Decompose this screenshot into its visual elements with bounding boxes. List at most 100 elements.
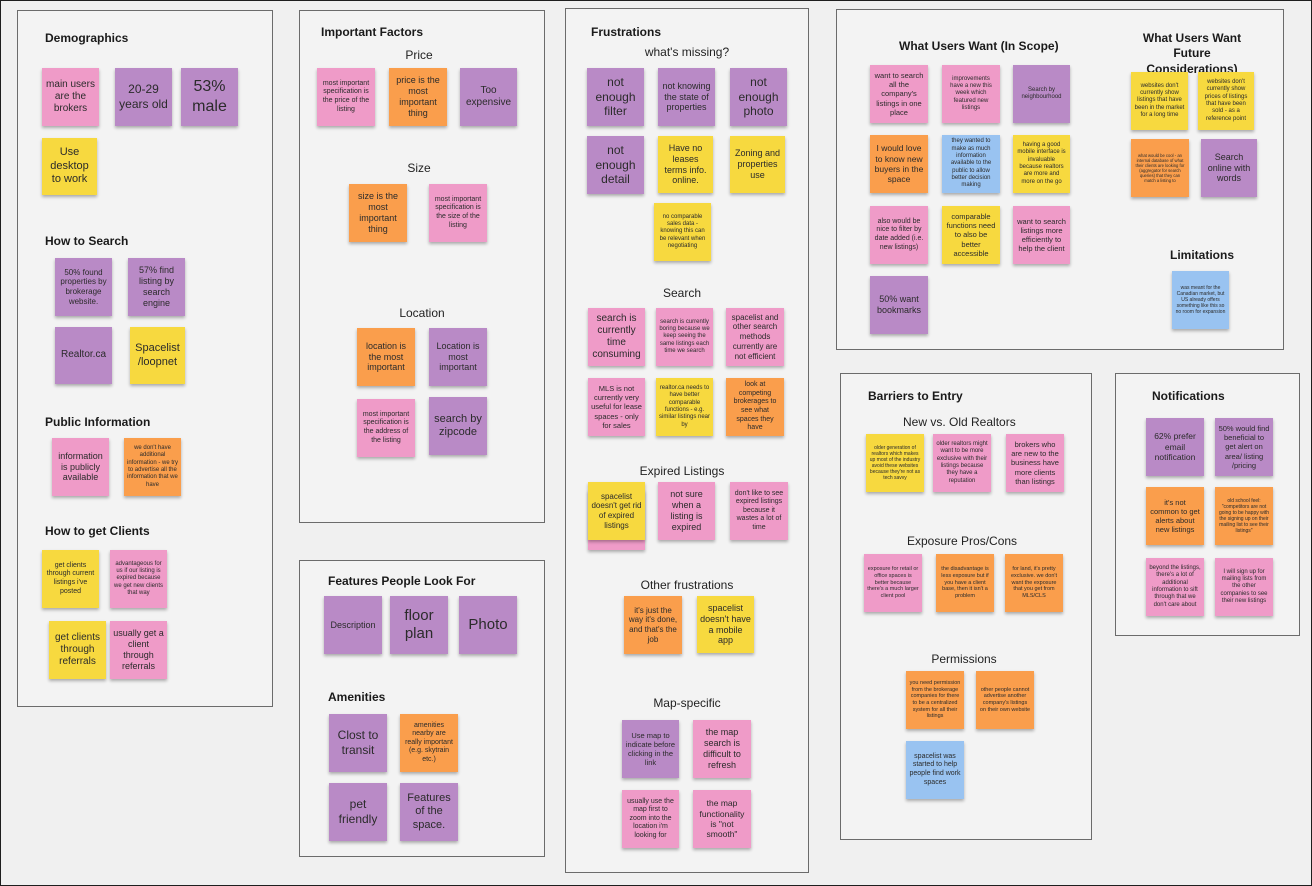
frame-title-barriers: Barriers to Entry bbox=[868, 389, 963, 403]
sticky-note[interactable]: spacelist and other search methods curre… bbox=[726, 308, 784, 366]
sticky-note[interactable]: Too expensive bbox=[460, 68, 517, 126]
section-title-permissions: Permissions bbox=[931, 652, 997, 666]
sticky-note[interactable]: Location is most important bbox=[429, 328, 487, 386]
section-title-price: Price bbox=[405, 48, 433, 62]
sticky-note[interactable]: location is the most important bbox=[357, 328, 415, 386]
section-title-other-frustrations: Other frustrations bbox=[640, 578, 734, 592]
sticky-note[interactable]: most important specification is the size… bbox=[429, 184, 487, 242]
sticky-note[interactable]: not enough photo bbox=[730, 68, 787, 126]
sticky-note[interactable]: 50% would find beneficial to get alert o… bbox=[1215, 418, 1273, 476]
sticky-note[interactable]: websites don't currently show listings t… bbox=[1131, 72, 1188, 130]
sticky-note[interactable]: main users are the brokers bbox=[42, 68, 99, 126]
sticky-note[interactable]: Use desktop to work bbox=[42, 138, 97, 195]
sticky-note[interactable]: old school feel: "competitors are not go… bbox=[1215, 487, 1273, 545]
sticky-note[interactable]: it's not common to get alerts about new … bbox=[1146, 487, 1204, 545]
sticky-note[interactable]: what would be cool - an internal databas… bbox=[1131, 139, 1189, 197]
sticky-note[interactable]: amenities nearby are really important (e… bbox=[400, 714, 458, 772]
sticky-note[interactable]: older generation of realtors which makes… bbox=[866, 434, 924, 492]
sticky-note[interactable]: spacelist doesn't get rid of expired lis… bbox=[588, 482, 645, 540]
sticky-note[interactable]: most important specification is the addr… bbox=[357, 399, 415, 457]
sticky-note[interactable]: price is the most important thing bbox=[389, 68, 447, 126]
sticky-note[interactable]: Zoning and properties use bbox=[730, 136, 785, 193]
sticky-note[interactable]: pet friendly bbox=[329, 783, 387, 841]
sticky-note[interactable]: not sure when a listing is expired bbox=[658, 482, 715, 540]
sticky-note[interactable]: Realtor.ca bbox=[55, 327, 112, 384]
sticky-note[interactable]: get clients through referrals bbox=[49, 621, 106, 679]
sticky-note[interactable]: want to search listings more efficiently… bbox=[1013, 206, 1070, 264]
sticky-note[interactable]: not enough filter bbox=[587, 68, 644, 126]
sticky-note[interactable]: Search online with words bbox=[1201, 139, 1257, 197]
sticky-note[interactable]: look at competing brokerages to see what… bbox=[726, 378, 784, 436]
sticky-note[interactable]: not knowing the state of properties bbox=[658, 68, 715, 126]
sticky-note[interactable]: it's just the way it's done, and that's … bbox=[624, 596, 682, 654]
sticky-note[interactable]: websites don't currently show prices of … bbox=[1198, 72, 1254, 130]
section-title-how-to-get-clients: How to get Clients bbox=[45, 524, 150, 538]
sticky-note[interactable]: don't like to see expired listings becau… bbox=[730, 482, 788, 540]
sticky-note[interactable]: realtor.ca needs to have better comparab… bbox=[656, 378, 713, 436]
sticky-note[interactable]: search is currently boring because we ke… bbox=[656, 308, 713, 366]
section-title-how-to-search: How to Search bbox=[45, 234, 129, 248]
sticky-note[interactable]: they wanted to make as much information … bbox=[942, 135, 1000, 193]
section-title-location: Location bbox=[399, 306, 445, 320]
sticky-note[interactable]: Spacelist /loopnet bbox=[130, 327, 185, 384]
sticky-note[interactable]: improvements have a new this week which … bbox=[942, 65, 1000, 123]
sticky-note[interactable]: Features of the space. bbox=[400, 783, 458, 841]
sticky-note[interactable]: the disadvantage is less exposure but if… bbox=[936, 554, 994, 612]
sticky-note[interactable]: was meant for the Canadian market, but U… bbox=[1172, 271, 1229, 329]
sticky-note[interactable]: Description bbox=[324, 596, 382, 654]
sticky-note[interactable]: I will sign up for mailing lists from th… bbox=[1215, 558, 1273, 616]
sticky-note[interactable]: older realtors might want to be more exc… bbox=[933, 434, 991, 492]
section-title-new-vs-old-realtors: New vs. Old Realtors bbox=[903, 415, 1016, 429]
sticky-note[interactable]: advantageous for us if our listing is ex… bbox=[110, 550, 167, 608]
sticky-note[interactable]: spacelist was started to help people fin… bbox=[906, 741, 964, 799]
sticky-note[interactable]: exposure for retail or office spaces is … bbox=[864, 554, 922, 612]
sticky-note[interactable]: most important specification is the pric… bbox=[317, 68, 375, 126]
sticky-note[interactable]: floor plan bbox=[390, 596, 448, 654]
sticky-note[interactable]: get clients through current listings i'v… bbox=[42, 550, 99, 608]
frame-title-what-users-want: What Users Want (In Scope) bbox=[899, 39, 1059, 53]
sticky-note[interactable]: also would be nice to filter by date add… bbox=[870, 206, 928, 264]
frame-title-features: Features People Look For bbox=[328, 574, 476, 588]
sticky-note[interactable]: 62% prefer email notification bbox=[1146, 418, 1204, 476]
sticky-note[interactable]: usually get a client through referrals bbox=[110, 621, 167, 679]
sticky-note[interactable]: 20-29 years old bbox=[115, 68, 172, 126]
sticky-note[interactable]: not enough detail bbox=[587, 136, 644, 194]
sticky-note[interactable]: Photo bbox=[459, 596, 517, 654]
sticky-note[interactable]: other people cannot advertise another co… bbox=[976, 671, 1034, 729]
sticky-note[interactable]: the map search is difficult to refresh bbox=[693, 720, 751, 778]
sticky-note[interactable]: usually use the map first to zoom into t… bbox=[622, 790, 679, 848]
sticky-note[interactable]: Clost to transit bbox=[329, 714, 387, 772]
sticky-note[interactable]: beyond the listings, there's a lot of ad… bbox=[1146, 558, 1204, 616]
sticky-note[interactable]: having a good mobile interface is invalu… bbox=[1013, 135, 1070, 193]
section-title-whats-missing: what's missing? bbox=[644, 45, 730, 59]
sticky-note[interactable]: Use map to indicate before clicking in t… bbox=[622, 720, 679, 778]
sticky-note[interactable]: brokers who are new to the business have… bbox=[1006, 434, 1064, 492]
sticky-note[interactable]: information is publicly available bbox=[52, 438, 109, 496]
sticky-note[interactable]: the map functionality is "not smooth" bbox=[693, 790, 751, 848]
sticky-note[interactable]: no comparable sales data - knowing this … bbox=[654, 203, 711, 261]
sticky-note[interactable]: we don't have additional information - w… bbox=[124, 438, 181, 496]
sticky-note[interactable]: 57% find listing by search engine bbox=[128, 258, 185, 316]
sticky-note[interactable]: Have no leases terms info. online. bbox=[658, 136, 713, 193]
frame-title-important-factors: Important Factors bbox=[321, 25, 424, 39]
frame-title-frustrations: Frustrations bbox=[591, 25, 662, 39]
sticky-note[interactable]: for land, it's pretty exclusive. we don'… bbox=[1005, 554, 1063, 612]
sticky-note[interactable]: 50% want bookmarks bbox=[870, 276, 928, 334]
sticky-note[interactable]: 50% found properties by brokerage websit… bbox=[55, 258, 112, 316]
sticky-note[interactable]: size is the most important thing bbox=[349, 184, 407, 242]
section-title-public-information: Public Information bbox=[45, 415, 151, 429]
sticky-note[interactable]: want to search all the company's listing… bbox=[870, 65, 928, 123]
sticky-note[interactable]: Search by neighbourhood bbox=[1013, 65, 1070, 123]
sticky-note[interactable]: comparable functions need to also be bet… bbox=[942, 206, 1000, 264]
section-title-expired-listings: Expired Listings bbox=[639, 464, 725, 478]
section-title-map-specific: Map-specific bbox=[653, 696, 721, 710]
sticky-note[interactable]: search by zipcode bbox=[429, 397, 487, 455]
sticky-note[interactable]: 53% male bbox=[181, 68, 238, 126]
sticky-note[interactable]: search is currently time consuming bbox=[588, 308, 645, 366]
section-title-amenities: Amenities bbox=[328, 690, 386, 704]
sticky-note[interactable]: spacelist doesn't have a mobile app bbox=[697, 596, 754, 653]
sticky-note[interactable]: I would love to know new buyers in the s… bbox=[870, 135, 928, 193]
sticky-note[interactable]: MLS is not currently very useful for lea… bbox=[588, 378, 645, 436]
sticky-note[interactable]: you need permission from the brokerage c… bbox=[906, 671, 964, 729]
